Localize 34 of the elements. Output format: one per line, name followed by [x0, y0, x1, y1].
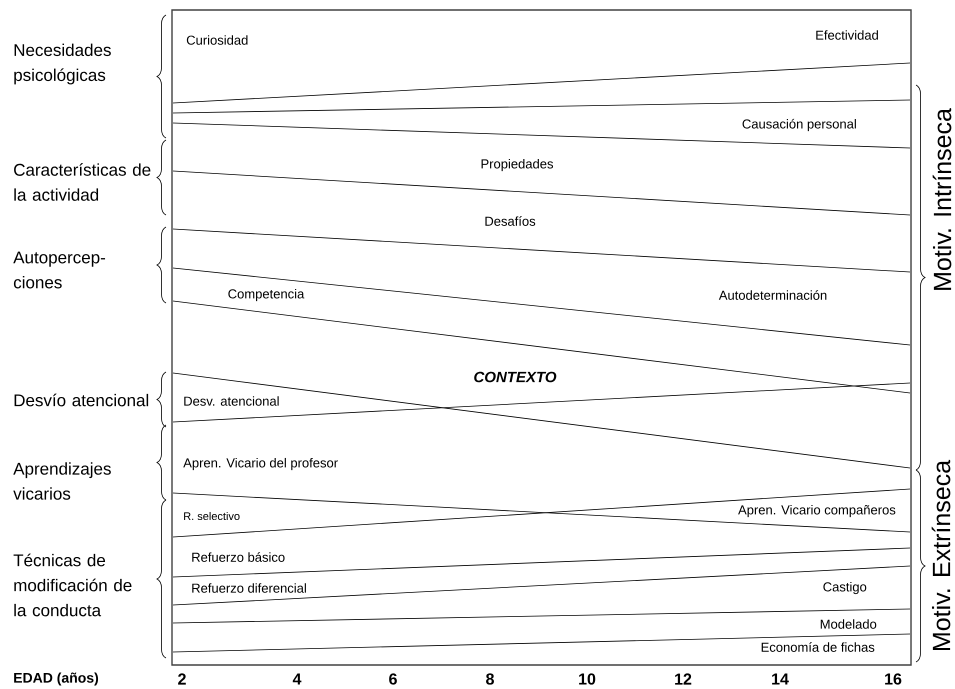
category-label: Desvío atencional — [14, 394, 148, 406]
context-label: CONTEXTO — [474, 372, 556, 382]
band-label: Autodeterminación — [718, 290, 826, 300]
tick-label: 10 — [579, 673, 596, 685]
band-label: Competencia — [228, 288, 304, 302]
band-label: Curiosidad — [186, 35, 248, 45]
band-label: Economía de fichas — [762, 642, 874, 652]
category-label: Características de la actividad — [14, 163, 150, 201]
category-label: Técnicas de modificación de la conducta — [14, 554, 132, 616]
band-label: Propiedades — [482, 158, 554, 172]
tick-label: 6 — [389, 673, 397, 685]
tick-label: 8 — [486, 673, 494, 685]
band-label: Refuerzo diferencial — [192, 583, 306, 593]
band-label: Castigo — [823, 582, 866, 594]
band-label: Desafíos — [485, 216, 536, 226]
category-label: Aprendizajes vicarios — [13, 462, 111, 500]
side-label: Motiv. Extrínseca — [932, 460, 950, 650]
band-label: Refuerzo básico — [192, 552, 285, 562]
category-label: Autopercep- ciones — [13, 252, 106, 288]
band-label: Apren. Vicario compañeros — [738, 504, 896, 518]
tick-label: 14 — [772, 674, 789, 684]
axis-title: EDAD (años) — [14, 672, 98, 686]
tick-label: 16 — [885, 673, 902, 685]
band-label: Modelado — [820, 619, 876, 629]
band-label: Desv. atencional — [184, 396, 279, 406]
band-label: Efectividad — [816, 30, 878, 40]
category-label: Necesidades psicológicas — [14, 44, 111, 84]
tick-label: 2 — [178, 673, 186, 685]
tick-label: 4 — [292, 674, 302, 684]
side-label: Motiv. Intrínseca — [932, 108, 952, 290]
band-label: Apren. Vicario del profesor — [183, 458, 338, 470]
band-label: Causación personal — [742, 118, 856, 132]
tick-label: 12 — [675, 673, 692, 685]
band-label: R. selectivo — [184, 512, 240, 520]
